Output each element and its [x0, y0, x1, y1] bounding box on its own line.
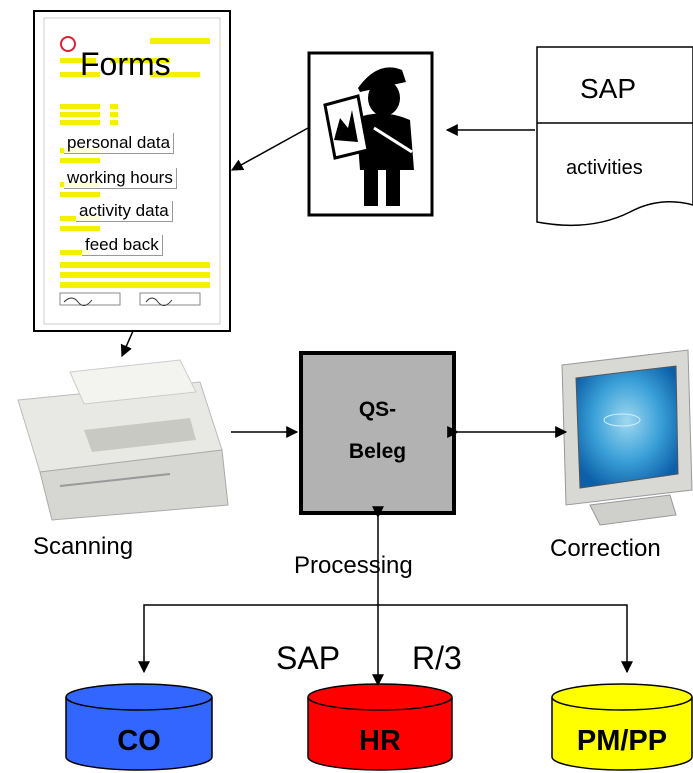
label-scanning: Scanning	[33, 533, 134, 560]
qs-beleg-box	[299, 351, 456, 515]
bus-line	[143, 604, 628, 670]
form-field-feed-back: feed back	[82, 235, 163, 256]
form-highlight-bar	[150, 72, 200, 77]
sap-doc-title: SAP	[580, 73, 637, 104]
form-highlight-bar	[110, 104, 118, 109]
form-document	[33, 10, 231, 332]
form-highlight-bar	[172, 38, 196, 44]
form-field-working-hours: working hours	[64, 168, 177, 189]
form-highlight-bar	[60, 120, 100, 125]
monitor-icon	[561, 349, 693, 526]
form-highlight-bar	[60, 192, 100, 197]
form-highlight-bar	[60, 226, 100, 231]
form-highlight-bar	[60, 272, 210, 278]
form-highlight-bar	[110, 58, 170, 63]
form-highlight-bar	[110, 120, 118, 125]
form-signature-area	[59, 292, 201, 306]
form-highlight-bar	[60, 250, 90, 255]
connector-arrows	[120, 124, 633, 687]
qs-beleg-line2: Beleg	[348, 440, 407, 463]
form-logo-icon	[60, 36, 76, 52]
arrow-forms-to-scanner	[120, 330, 134, 358]
database-co	[65, 683, 213, 771]
sap-activities-document	[536, 46, 693, 227]
form-highlight-bar	[60, 104, 100, 109]
label-processing: Processing	[294, 552, 413, 579]
form-highlight-bar	[60, 262, 210, 268]
form-field-activity-data: activity data	[76, 201, 173, 222]
form-highlight-bar	[110, 112, 118, 117]
database-co-label: CO	[117, 725, 161, 757]
scanner-icon	[17, 359, 229, 521]
form-highlight-bar	[60, 158, 100, 163]
form-highlight-bar	[60, 58, 96, 63]
form-highlight-bar	[60, 282, 210, 288]
form-highlight-bar	[60, 112, 100, 117]
database-hr-label: HR	[359, 725, 401, 757]
form-field-personal-data: personal data	[64, 133, 175, 154]
qs-beleg-line1: QS-	[358, 398, 397, 421]
forms-title: Forms	[80, 46, 171, 82]
sap-doc-subtitle: activities	[566, 157, 643, 179]
label-sap: SAP	[276, 640, 341, 676]
label-r3: R/3	[412, 640, 462, 676]
label-correction: Correction	[550, 535, 661, 562]
worker-with-clipboard-icon	[307, 51, 434, 217]
form-highlight-bar	[60, 72, 100, 77]
arrow-worker-to-forms	[230, 127, 309, 171]
database-pm-pp	[551, 683, 693, 771]
database-hr	[307, 683, 453, 771]
database-pm-pp-label: PM/PP	[576, 725, 668, 757]
